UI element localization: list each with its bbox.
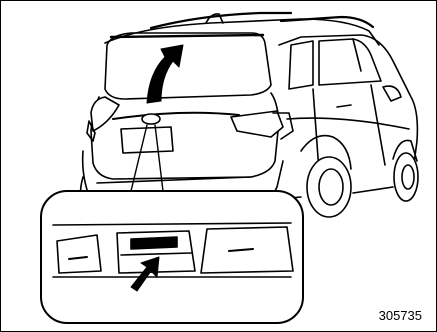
switch-detail-inset <box>41 191 303 323</box>
open-direction-arrow <box>147 45 183 103</box>
figure-number: 305735 <box>379 308 422 323</box>
